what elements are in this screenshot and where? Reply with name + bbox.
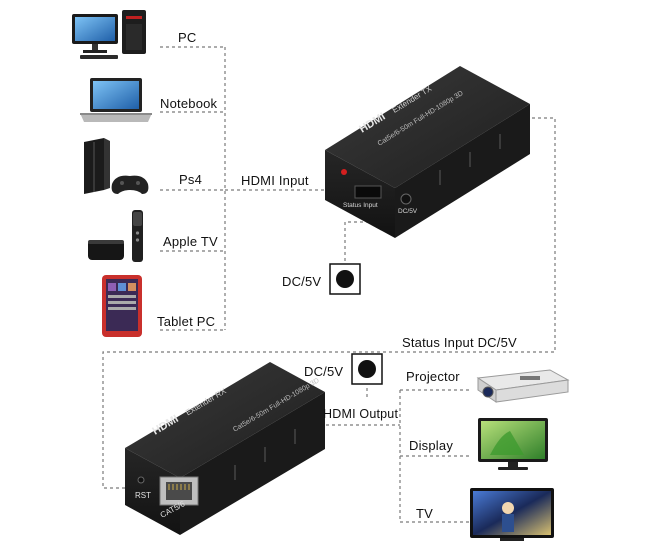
tablet-icon bbox=[102, 275, 142, 337]
tx-dc-jack-icon bbox=[329, 263, 361, 295]
apple-tv-icon bbox=[88, 210, 143, 262]
laptop-icon bbox=[80, 78, 152, 122]
pc-tower-monitor-icon bbox=[72, 10, 146, 59]
tx-power-label: DC/5V bbox=[282, 274, 322, 289]
rx-port-rst: RST bbox=[135, 491, 151, 500]
source-label-ps4: Ps4 bbox=[179, 172, 203, 187]
source-label-apple-tv: Apple TV bbox=[163, 234, 218, 249]
projector-icon bbox=[476, 369, 570, 403]
tx-side-vents bbox=[439, 134, 501, 185]
hdmi-output-label: HDMI Output bbox=[323, 407, 399, 421]
source-label-notebook: Notebook bbox=[160, 96, 218, 111]
tx-port-dc: DC/5V bbox=[398, 208, 418, 215]
output-label-projector: Projector bbox=[406, 369, 460, 384]
rx-side-vents bbox=[234, 429, 296, 480]
tx-extender-unit bbox=[325, 66, 530, 238]
rx-power-label: DC/5V bbox=[304, 364, 344, 379]
game-console-icon bbox=[84, 138, 149, 194]
rx-extender-unit bbox=[125, 362, 325, 535]
output-label-tv: TV bbox=[416, 506, 434, 521]
output-label-display: Display bbox=[409, 438, 454, 453]
hdmi-input-label: HDMI Input bbox=[241, 173, 309, 188]
source-label-tablet-pc: Tablet PC bbox=[157, 314, 216, 329]
rx-dc-jack-icon bbox=[351, 353, 383, 385]
status-input-dc-label: Status Input DC/5V bbox=[402, 335, 517, 350]
monitor-icon bbox=[478, 418, 548, 470]
source-label-pc: PC bbox=[178, 30, 197, 45]
tv-icon bbox=[470, 488, 554, 541]
tx-port-status-input: Status Input bbox=[343, 202, 378, 209]
